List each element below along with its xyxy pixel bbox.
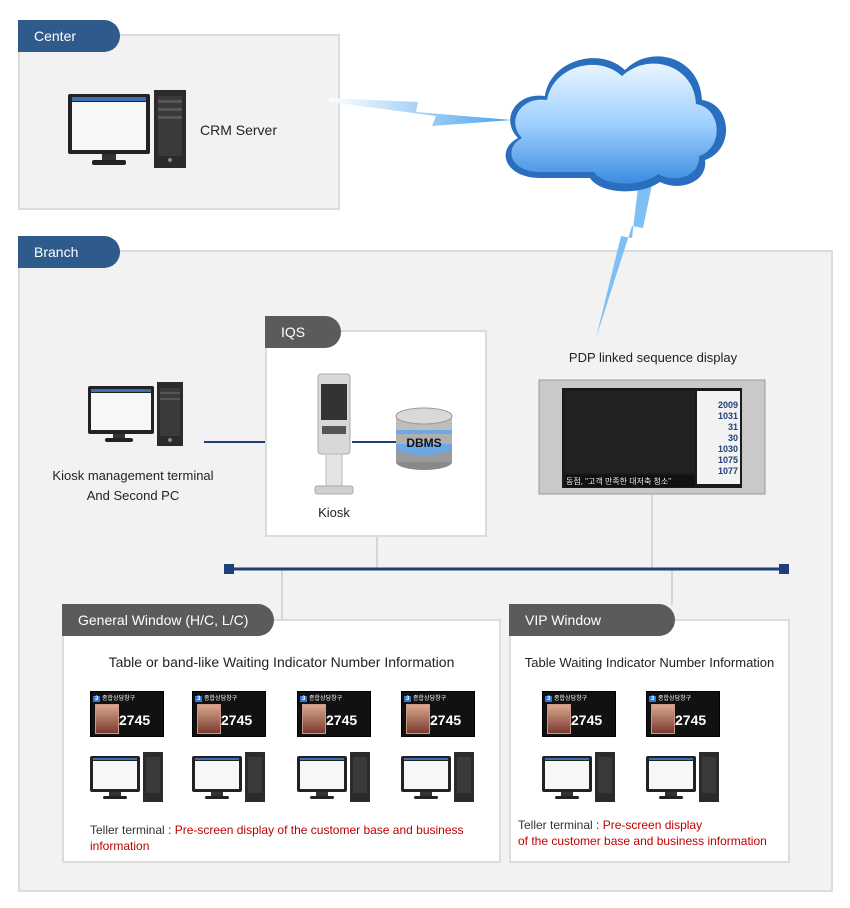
indicator-number: 2745 bbox=[430, 712, 462, 728]
general-teller-prefix: Teller terminal : bbox=[90, 823, 172, 837]
indicator-header: 3 종합상담창구 bbox=[300, 693, 342, 702]
indicator-badge: 3 bbox=[404, 696, 412, 702]
pdp-number: 1031 bbox=[717, 411, 738, 421]
branch-lightning-icon bbox=[596, 170, 655, 338]
iqs-tab: IQS bbox=[265, 316, 341, 348]
indicator-number: 2745 bbox=[119, 712, 151, 728]
general-window-tab: General Window (H/C, L/C) bbox=[62, 604, 274, 636]
indicator-header-text: 종합상담창구 bbox=[309, 696, 343, 702]
kiosk-management-label: Kiosk management terminal And Second PC bbox=[40, 466, 226, 506]
indicator-number: 2745 bbox=[221, 712, 253, 728]
indicator-badge: 3 bbox=[649, 696, 657, 702]
indicator-header: 3 종합상담창구 bbox=[545, 693, 587, 702]
waiting-indicator-board: 3 종합상담창구 2745 bbox=[90, 691, 164, 737]
indicator-header: 3 종합상담창구 bbox=[649, 693, 691, 702]
vip-teller-prefix: Teller terminal : bbox=[518, 818, 600, 832]
crm-server-pc-icon bbox=[68, 90, 186, 168]
customer-photo bbox=[197, 704, 221, 734]
pdp-ticker: 동점, "고객 만족한 대저축 청소" bbox=[566, 477, 672, 486]
indicator-number: 2745 bbox=[326, 712, 358, 728]
pdp-number: 30 bbox=[727, 433, 738, 443]
customer-photo bbox=[547, 704, 571, 734]
general-window-title: Table or band-like Waiting Indicator Num… bbox=[108, 654, 455, 670]
vip-window-title: Table Waiting Indicator Number Informati… bbox=[524, 655, 775, 670]
pdp-number: 1030 bbox=[717, 444, 738, 454]
indicator-number: 2745 bbox=[675, 712, 707, 728]
kiosk-management-line-1: Kiosk management terminal bbox=[52, 468, 214, 483]
pdp-number: 1075 bbox=[717, 455, 738, 465]
waiting-indicator-board: 3 종합상담창구 2745 bbox=[542, 691, 616, 737]
indicator-number: 2745 bbox=[571, 712, 603, 728]
teller-pc-icon bbox=[646, 752, 722, 804]
waiting-indicator-board: 3 종합상담창구 2745 bbox=[192, 691, 266, 737]
kiosk-management-pc-icon bbox=[88, 382, 183, 446]
teller-pc-icon bbox=[90, 752, 166, 804]
pdp-number: 2009 bbox=[717, 400, 738, 410]
pdp-display-icon bbox=[538, 379, 766, 495]
customer-photo bbox=[651, 704, 675, 734]
pdp-number: 1077 bbox=[717, 466, 738, 476]
indicator-header-text: 종합상담창구 bbox=[413, 696, 447, 702]
indicator-badge: 3 bbox=[195, 696, 203, 702]
pdp-label: PDP linked sequence display bbox=[568, 350, 738, 365]
network-endpoint-right bbox=[779, 564, 789, 574]
dbms-database-icon bbox=[395, 407, 453, 470]
vip-teller-desc-2: of the customer base and business inform… bbox=[518, 834, 767, 848]
vip-window-panel bbox=[509, 619, 790, 863]
general-teller-note: Teller terminal : Pre-screen display of … bbox=[90, 822, 490, 854]
indicator-header: 3 종합상담창구 bbox=[404, 693, 446, 702]
vip-window-tab: VIP Window bbox=[509, 604, 675, 636]
teller-pc-icon bbox=[542, 752, 618, 804]
general-window-panel bbox=[62, 619, 501, 863]
teller-pc-icon bbox=[401, 752, 477, 804]
crm-server-label: CRM Server bbox=[200, 122, 278, 138]
dbms-label: DBMS bbox=[406, 436, 442, 450]
cloud-icon bbox=[505, 56, 727, 192]
waiting-indicator-board: 3 종합상담창구 2745 bbox=[297, 691, 371, 737]
branch-tab: Branch bbox=[18, 236, 120, 268]
indicator-header-text: 종합상담창구 bbox=[658, 696, 692, 702]
waiting-indicator-board: 3 종합상담창구 2745 bbox=[646, 691, 720, 737]
customer-photo bbox=[302, 704, 326, 734]
indicator-header-text: 종합상담창구 bbox=[204, 696, 238, 702]
kiosk-label: Kiosk bbox=[318, 505, 350, 520]
indicator-header: 3 종합상담창구 bbox=[93, 693, 135, 702]
teller-pc-icon bbox=[297, 752, 373, 804]
indicator-badge: 3 bbox=[93, 696, 101, 702]
kiosk-machine-icon bbox=[314, 373, 354, 495]
customer-photo bbox=[95, 704, 119, 734]
center-lightning-icon bbox=[328, 98, 512, 126]
center-tab: Center bbox=[18, 20, 120, 52]
indicator-header-text: 종합상담창구 bbox=[554, 696, 588, 702]
indicator-header: 3 종합상담창구 bbox=[195, 693, 237, 702]
pdp-number-list: 2009 1031 31 30 1030 1075 1077 bbox=[700, 400, 738, 477]
customer-photo bbox=[406, 704, 430, 734]
teller-pc-icon bbox=[192, 752, 268, 804]
general-teller-desc: Pre-screen display of the customer base … bbox=[90, 823, 464, 853]
indicator-badge: 3 bbox=[545, 696, 553, 702]
indicator-badge: 3 bbox=[300, 696, 308, 702]
pdp-number: 31 bbox=[727, 422, 738, 432]
vip-teller-desc-1: Pre-screen display bbox=[602, 818, 703, 832]
network-endpoint-left bbox=[224, 564, 234, 574]
indicator-header-text: 종합상담창구 bbox=[102, 696, 136, 702]
waiting-indicator-board: 3 종합상담창구 2745 bbox=[401, 691, 475, 737]
vip-teller-note: Teller terminal : Pre-screen display of … bbox=[518, 817, 788, 849]
kiosk-management-line-2: And Second PC bbox=[86, 488, 180, 503]
